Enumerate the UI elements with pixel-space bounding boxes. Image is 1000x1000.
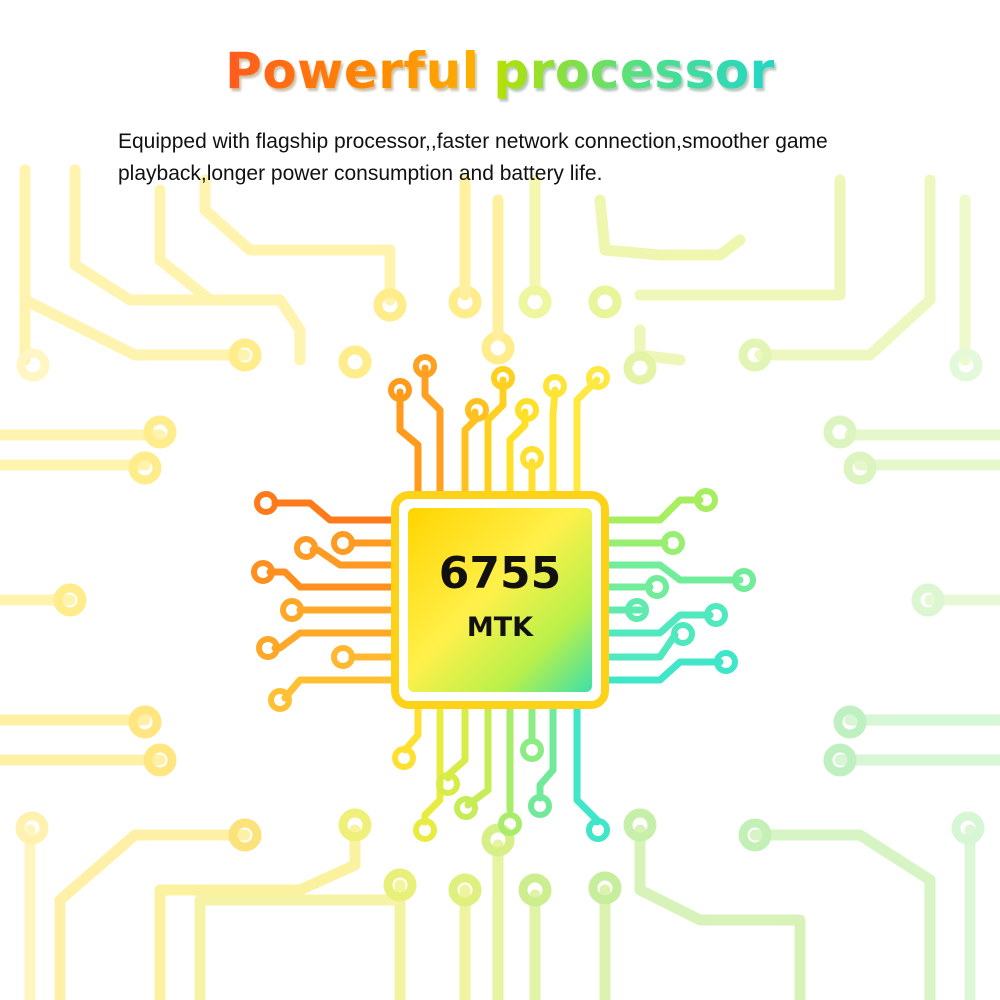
chip-model-label: 6755 (438, 548, 562, 599)
title-part-2: processor (493, 42, 775, 100)
description-text: Equipped with flagship processor,,faster… (118, 130, 828, 185)
chip-traces (251, 354, 756, 842)
background-traces (0, 164, 1000, 1000)
title-part-1: Powerful (225, 42, 480, 100)
chip-brand-label: MTK (466, 612, 534, 643)
chip-body (391, 491, 609, 709)
